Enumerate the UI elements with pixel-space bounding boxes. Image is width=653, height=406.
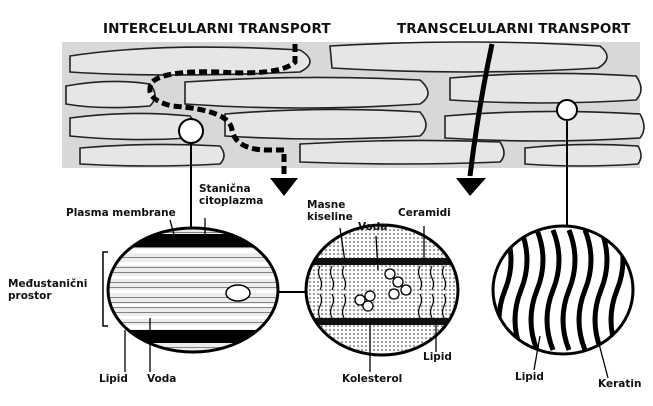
label-lipid-left: Lipid — [99, 374, 128, 386]
label-plasma-membrane: Plasma membrane — [66, 208, 176, 220]
zoom-keratin — [490, 222, 640, 358]
label-stanicna-citoplazma: Stanična citoplazma — [199, 184, 263, 208]
label-lipid-right: Lipid — [515, 372, 544, 384]
label-voda-mid: Voda — [358, 222, 387, 234]
label-stanicna-line2: citoplazma — [199, 196, 263, 208]
label-medjustanicni-line1: Međustanični — [8, 279, 87, 291]
label-stanicna-line1: Stanična — [199, 184, 263, 196]
label-keratin: Keratin — [598, 379, 641, 391]
corneocyte-2 — [330, 42, 607, 72]
corneocyte-9 — [80, 144, 224, 166]
intercellular-arrow-head — [270, 178, 298, 196]
corneocyte-3 — [66, 81, 155, 107]
corneocyte-4 — [185, 77, 428, 108]
title-transcellular: TRANSCELULARNI TRANSPORT — [397, 22, 631, 37]
label-medjustanicni-prostor: Međustanični prostor — [8, 279, 87, 303]
corneocyte-11 — [525, 144, 641, 166]
corneocyte-6 — [70, 113, 195, 139]
stratum-corneum-band — [62, 42, 644, 168]
label-kolesterol: Kolesterol — [342, 374, 402, 386]
label-masne-kiseline: Masne kiseline — [307, 200, 353, 224]
label-masne-line1: Masne — [307, 200, 353, 212]
zoom-lipid-bilayer — [300, 220, 465, 360]
label-masne-line2: kiseline — [307, 212, 353, 224]
label-ceramidi: Ceramidi — [398, 208, 451, 220]
transcellular-arrow-head — [456, 178, 486, 196]
corneocyte-7 — [225, 109, 426, 139]
label-medjustanicni-line2: prostor — [8, 291, 87, 303]
title-intercellular: INTERCELULARNI TRANSPORT — [103, 22, 331, 37]
label-lipid-mid: Lipid — [423, 352, 452, 364]
corneocyte-5 — [450, 73, 641, 103]
zoom-intercellular-space — [100, 220, 290, 360]
label-voda-left: Voda — [147, 374, 176, 386]
